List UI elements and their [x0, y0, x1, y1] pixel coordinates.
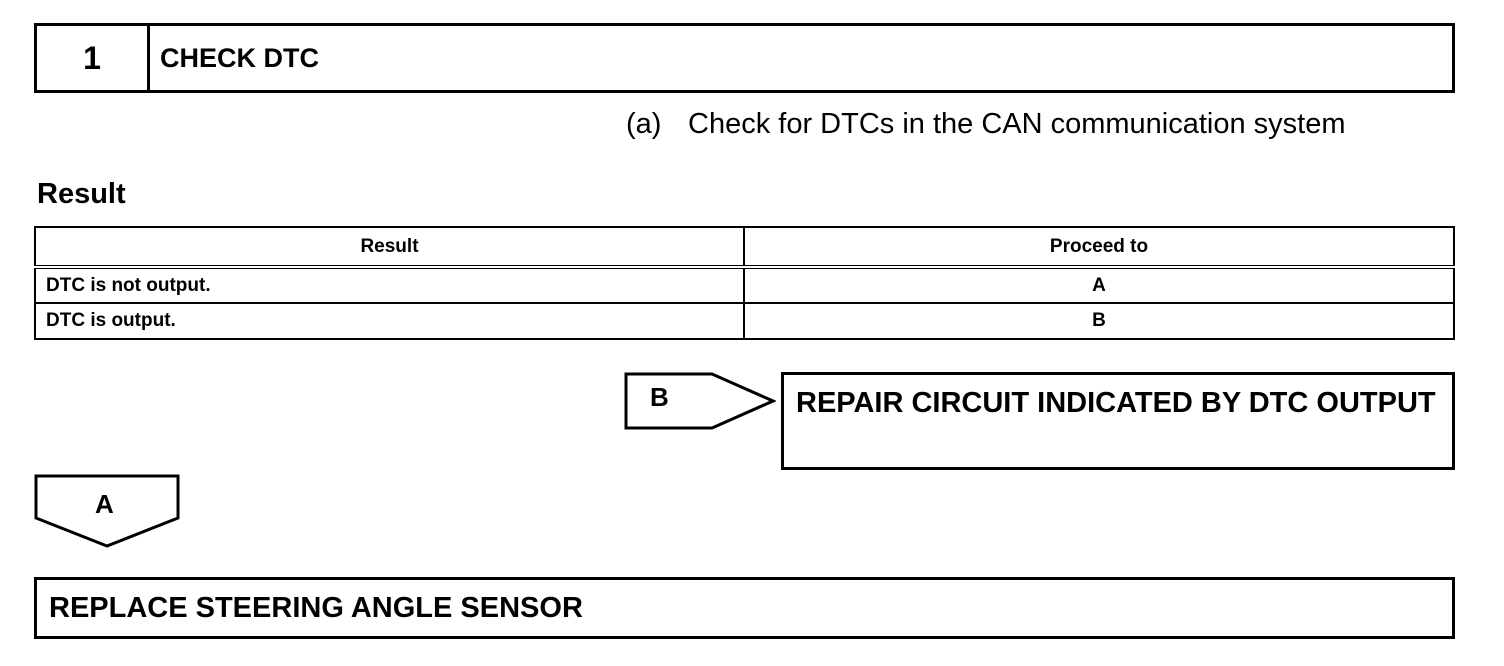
step-title: CHECK DTC — [160, 42, 319, 73]
step-header: 1 CHECK DTC — [34, 23, 1455, 93]
column-header-proceed-to: Proceed to — [743, 226, 1455, 269]
table-header-row: Result Proceed to — [34, 226, 1455, 269]
result-cell: DTC is output. — [34, 302, 745, 340]
result-cell: DTC is not output. — [34, 266, 745, 304]
result-heading: Result — [37, 178, 126, 210]
replace-action-box: REPLACE STEERING ANGLE SENSOR — [34, 577, 1455, 639]
table-row: DTC is not output. A — [34, 266, 1455, 304]
table-row: DTC is output. B — [34, 302, 1455, 340]
branch-b-label: B — [650, 382, 669, 412]
result-table: Result Proceed to DTC is not output. A D… — [34, 226, 1455, 340]
branch-b-arrow-icon — [624, 372, 776, 430]
instruction-text: Check for DTCs in the CAN communication … — [688, 107, 1346, 140]
step-number: 1 — [37, 26, 150, 90]
branch-a-label: A — [95, 489, 114, 519]
branch-a-arrow-icon — [34, 474, 180, 548]
instruction-marker: (a) — [626, 107, 662, 140]
proceed-cell: B — [743, 302, 1455, 340]
proceed-cell: A — [743, 266, 1455, 304]
instruction: (a) Check for DTCs in the CAN communicat… — [626, 104, 1346, 144]
repair-action-box: REPAIR CIRCUIT INDICATED BY DTC OUTPUT — [781, 372, 1455, 470]
column-header-result: Result — [34, 226, 745, 269]
